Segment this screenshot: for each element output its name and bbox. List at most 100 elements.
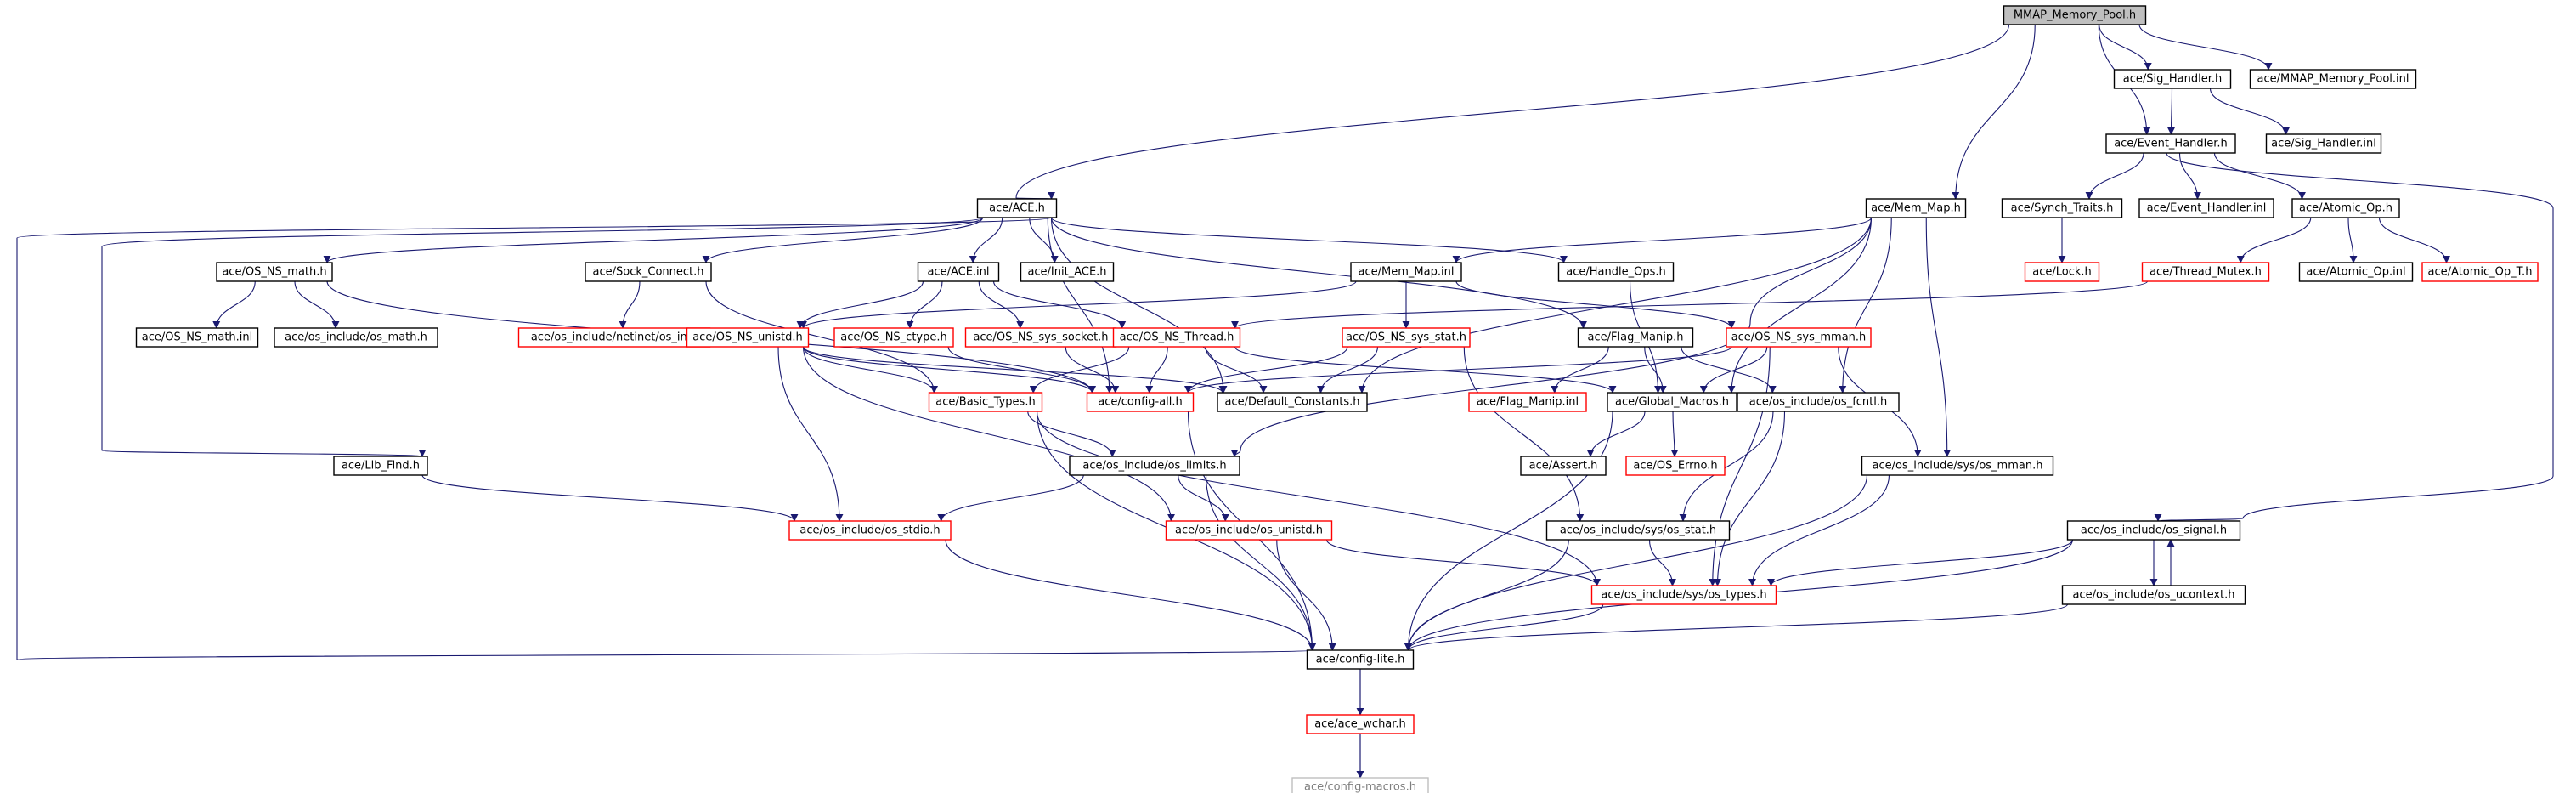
edge-mem-map-h-to-default-constants (1358, 217, 1873, 394)
node-box (2291, 198, 2400, 218)
node-label: MMAP_Memory_Pool.h (2014, 9, 2136, 22)
node-os-stdio[interactable]: ace/os_include/os_stdio.h (788, 520, 952, 541)
node-box (2113, 69, 2232, 89)
node-os-errno[interactable]: ace/OS_Errno.h (1625, 456, 1726, 476)
node-label: ace/Mem_Map.h (1871, 202, 1961, 215)
node-os-ucontext[interactable]: ace/os_include/os_ucontext.h (2061, 585, 2246, 605)
edge-os-limits-to-os-stdio (937, 474, 1084, 522)
node-sig-handler-h[interactable]: ace/Sig_Handler.h (2113, 69, 2232, 89)
node-label: ace/OS_NS_Thread.h (1120, 331, 1234, 344)
edge-event-handler-h-to-event-handler-inl (2178, 152, 2201, 200)
node-box (216, 262, 333, 282)
node-os-ns-sys-mman[interactable]: ace/OS_NS_sys_mman.h (1726, 327, 1872, 348)
node-assert-h[interactable]: ace/Assert.h (1520, 456, 1607, 476)
node-sys-os-stat[interactable]: ace/os_include/sys/os_stat.h (1545, 520, 1731, 541)
node-box (928, 392, 1043, 412)
node-ace-h[interactable]: ace/ACE.h (976, 198, 1058, 218)
node-label: ace/OS_NS_sys_mman.h (1731, 331, 1867, 344)
node-atomic-op-t[interactable]: ace/Atomic_Op_T.h (2421, 262, 2539, 282)
node-box (1020, 262, 1115, 282)
node-box (1468, 392, 1587, 412)
node-label: ace/Atomic_Op.inl (2306, 266, 2405, 279)
node-sock-connect[interactable]: ace/Sock_Connect.h (585, 262, 712, 282)
edge-ace-h-to-config-lite (16, 217, 1314, 660)
node-box (1112, 327, 1241, 348)
node-init-ace[interactable]: ace/Init_ACE.h (1020, 262, 1115, 282)
node-box (1217, 392, 1368, 412)
edge-os-ns-ctype-to-config-all (947, 346, 1096, 394)
edge-os-ns-unistd-to-os-stdio (777, 346, 844, 522)
edge-flag-manip-h-to-flag-manip-inl (1551, 346, 1609, 394)
node-os-unistd[interactable]: ace/os_include/os_unistd.h (1165, 520, 1333, 541)
node-handle-ops[interactable]: ace/Handle_Ops.h (1557, 262, 1675, 282)
node-box (2061, 585, 2246, 605)
edge-sys-os-mman-to-config-lite (1404, 474, 1868, 651)
node-event-handler-inl[interactable]: ace/Event_Handler.inl (2138, 198, 2274, 218)
edge-os-limits-to-config-lite (1205, 474, 1316, 651)
node-os-fcntl[interactable]: ace/os_include/os_fcntl.h (1737, 392, 1900, 412)
node-os-math[interactable]: ace/os_include/os_math.h (274, 327, 438, 348)
node-sig-handler-inl[interactable]: ace/Sig_Handler.inl (2265, 133, 2382, 154)
node-os-in[interactable]: ace/os_include/netinet/os_in.h (517, 327, 711, 348)
edge-os-ns-math-to-os-math (294, 280, 340, 329)
node-label: ace/OS_NS_ctype.h (840, 331, 947, 344)
edge-basic-types-to-sys-os-types (1036, 411, 1601, 586)
node-lib-find[interactable]: ace/Lib_Find.h (333, 456, 428, 476)
edges-layer (16, 24, 2554, 779)
node-os-signal[interactable]: ace/os_include/os_signal.h (2066, 520, 2241, 541)
node-os-ns-ctype[interactable]: ace/OS_NS_ctype.h (833, 327, 954, 348)
node-event-handler-h[interactable]: ace/Event_Handler.h (2105, 133, 2236, 154)
node-global-macros[interactable]: ace/Global_Macros.h (1607, 392, 1737, 412)
node-default-constants[interactable]: ace/Default_Constants.h (1217, 392, 1368, 412)
node-box (1545, 520, 1731, 541)
edge-os-ucontext-to-config-lite (1404, 603, 2069, 651)
node-box (976, 198, 1058, 218)
node-mem-map-inl[interactable]: ace/Mem_Map.inl (1350, 262, 1462, 282)
node-thread-mutex[interactable]: ace/Thread_Mutex.h (2141, 262, 2270, 282)
node-config-all[interactable]: ace/config-all.h (1086, 392, 1195, 412)
node-label: ace/os_include/os_math.h (285, 331, 427, 344)
node-mmap-pool-inl[interactable]: ace/MMAP_Memory_Pool.inl (2249, 69, 2417, 89)
node-label: ace/Global_Macros.h (1615, 396, 1729, 409)
node-os-ns-sys-socket[interactable]: ace/OS_NS_sys_socket.h (964, 327, 1117, 348)
node-lock-h[interactable]: ace/Lock.h (2024, 262, 2100, 282)
node-label: ace/Flag_Manip.h (1588, 331, 1684, 344)
node-box (1306, 714, 1415, 734)
edge-global-macros-to-config-lite (1404, 411, 1613, 651)
node-box (1291, 777, 1429, 793)
edge-os-ns-sys-socket-to-config-all (1065, 346, 1120, 394)
edge-os-ns-unistd-to-os-unistd (802, 346, 1175, 522)
node-mem-map-h[interactable]: ace/Mem_Map.h (1865, 198, 1967, 218)
node-box (2141, 262, 2270, 282)
node-atomic-op-h[interactable]: ace/Atomic_Op.h (2291, 198, 2400, 218)
node-os-ns-thread[interactable]: ace/OS_NS_Thread.h (1112, 327, 1241, 348)
node-ace-inl[interactable]: ace/ACE.inl (917, 262, 1000, 282)
node-box (917, 262, 1000, 282)
node-os-ns-math[interactable]: ace/OS_NS_math.h (216, 262, 333, 282)
node-config-lite[interactable]: ace/config-lite.h (1306, 649, 1415, 670)
node-config-macros[interactable]: ace/config-macros.h (1291, 777, 1429, 793)
node-synch-traits[interactable]: ace/Synch_Traits.h (2001, 198, 2123, 218)
node-label: ace/os_include/os_unistd.h (1175, 524, 1323, 537)
node-os-limits[interactable]: ace/os_include/os_limits.h (1069, 456, 1240, 476)
node-os-ns-sys-stat[interactable]: ace/OS_NS_sys_stat.h (1342, 327, 1471, 348)
node-flag-manip-inl[interactable]: ace/Flag_Manip.inl (1468, 392, 1587, 412)
edge-os-unistd-to-sys-os-types (1325, 539, 1601, 586)
node-box (1607, 392, 1737, 412)
node-os-ns-unistd[interactable]: ace/OS_NS_unistd.h (686, 327, 810, 348)
node-box (1590, 585, 1777, 605)
node-sys-os-mman[interactable]: ace/os_include/sys/os_mman.h (1861, 456, 2054, 476)
edge-sys-os-mman-to-sys-os-types (1748, 474, 1890, 586)
node-os-ns-math-inl[interactable]: ace/OS_NS_math.inl (135, 327, 259, 348)
node-flag-manip-h[interactable]: ace/Flag_Manip.h (1577, 327, 1694, 348)
node-atomic-op-inl[interactable]: ace/Atomic_Op.inl (2298, 262, 2414, 282)
edge-basic-types-to-os-limits (1027, 411, 1116, 457)
node-box (2249, 69, 2417, 89)
node-sys-os-types[interactable]: ace/os_include/sys/os_types.h (1590, 585, 1777, 605)
node-box (2298, 262, 2414, 282)
node-ace-wchar[interactable]: ace/ace_wchar.h (1306, 714, 1415, 734)
node-label: ace/os_include/netinet/os_in.h (531, 331, 698, 344)
node-basic-types[interactable]: ace/Basic_Types.h (928, 392, 1043, 412)
node-label: ace/Assert.h (1529, 460, 1598, 473)
